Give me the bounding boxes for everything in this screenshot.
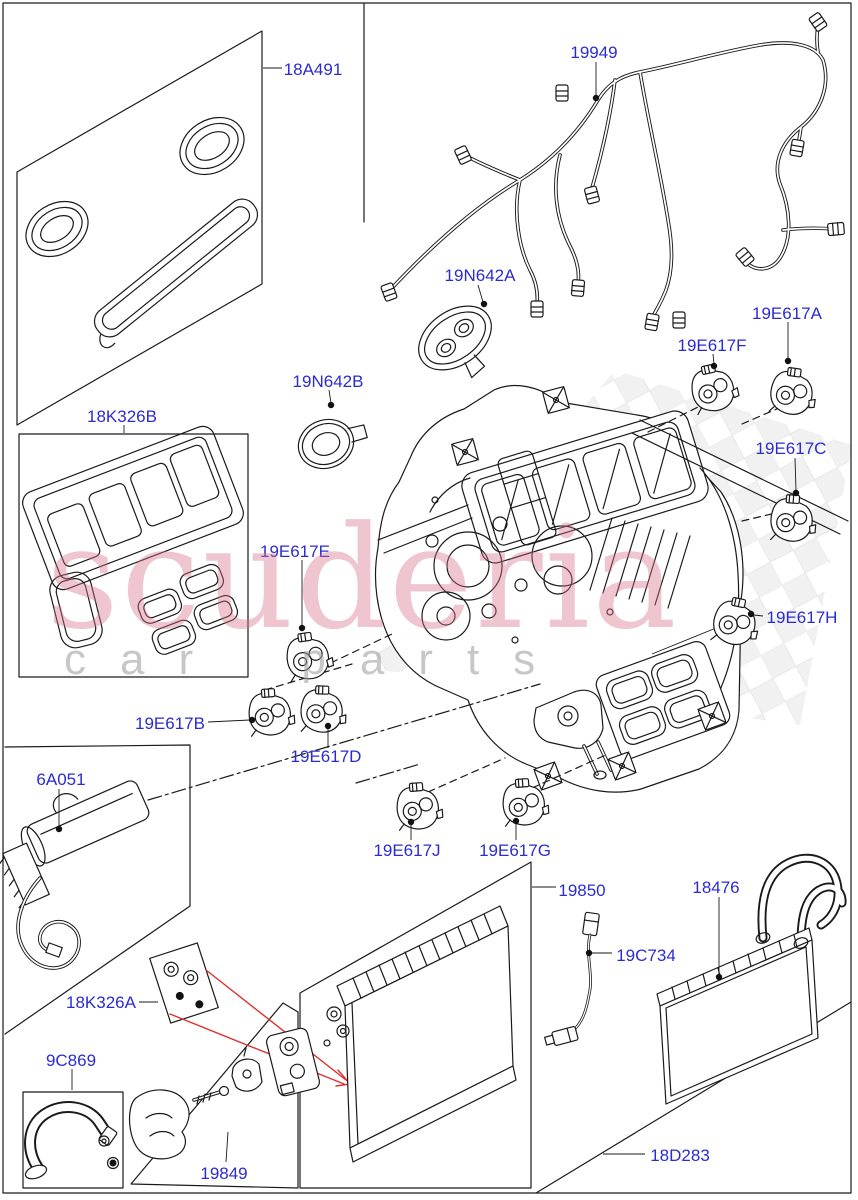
box-18k326b xyxy=(18,433,249,678)
evaporator-19850 xyxy=(323,905,517,1163)
gasket-19n642a xyxy=(418,305,492,379)
panel-19850 xyxy=(299,861,532,1189)
aux-heater-6a051 xyxy=(0,780,150,970)
seal-kit-18a491 xyxy=(25,116,259,349)
actuator-19e617j xyxy=(394,780,445,832)
part-label-9c869: 9C869 xyxy=(46,1051,96,1070)
leader-dots xyxy=(55,94,800,981)
part-label-18d283: 18D283 xyxy=(650,1146,710,1165)
part-label-19e617d: 19E617D xyxy=(291,747,362,766)
part-label-19c734: 19C734 xyxy=(616,946,676,965)
part-label-19e617j: 19E617J xyxy=(373,841,440,860)
panel-6a051 xyxy=(4,744,191,1035)
wiring-harness-19949 xyxy=(380,11,846,332)
grommet-plate-18k326a xyxy=(149,942,219,1024)
part-label-19n642b: 19N642B xyxy=(293,372,364,391)
part-label-18k326b: 18K326B xyxy=(87,407,157,426)
part-label-18k326a: 18K326A xyxy=(66,993,137,1012)
hose-9c869 xyxy=(24,1101,120,1180)
part-label-19e617a: 19E617A xyxy=(752,304,823,323)
panel-18a491 xyxy=(16,30,263,426)
part-label-19e617e: 19E617E xyxy=(260,542,330,561)
part-label-19e617g: 19E617G xyxy=(479,841,551,860)
main-hvac-unit xyxy=(374,384,849,793)
part-label-6a051: 6A051 xyxy=(36,770,85,789)
actuator-19e617d xyxy=(299,684,348,734)
part-label-19e617f: 19E617F xyxy=(678,336,747,355)
part-label-19e617c: 19E617C xyxy=(756,439,827,458)
part-label-19e617h: 19E617H xyxy=(767,608,838,627)
leader-lines xyxy=(58,62,797,1163)
part-label-19849: 19849 xyxy=(200,1164,247,1183)
part-labels: 18A491 19949 19N642A 19N642B 18K326B 19E… xyxy=(36,43,837,1183)
box-9c869 xyxy=(22,1091,124,1189)
actuator-19e617e xyxy=(283,629,336,683)
part-label-18a491: 18A491 xyxy=(284,60,343,79)
top-plenum-frame xyxy=(461,410,709,564)
part-label-19949: 19949 xyxy=(570,43,617,62)
valve-kit-19849 xyxy=(129,1027,320,1160)
gasket-19n642b xyxy=(297,418,368,470)
heater-core-18476 xyxy=(656,853,847,1105)
part-label-19850: 19850 xyxy=(558,881,605,900)
actuator-19e617b xyxy=(246,686,297,738)
pipe-bracket-subassembly xyxy=(533,689,613,780)
outlet-ports xyxy=(595,641,731,759)
sensor-19c734 xyxy=(544,911,600,1047)
part-label-19e617b: 19E617B xyxy=(135,714,205,733)
part-label-18476: 18476 xyxy=(692,878,739,897)
gasket-kit-18k326b xyxy=(22,425,244,655)
part-label-19n642a: 19N642A xyxy=(445,266,517,285)
